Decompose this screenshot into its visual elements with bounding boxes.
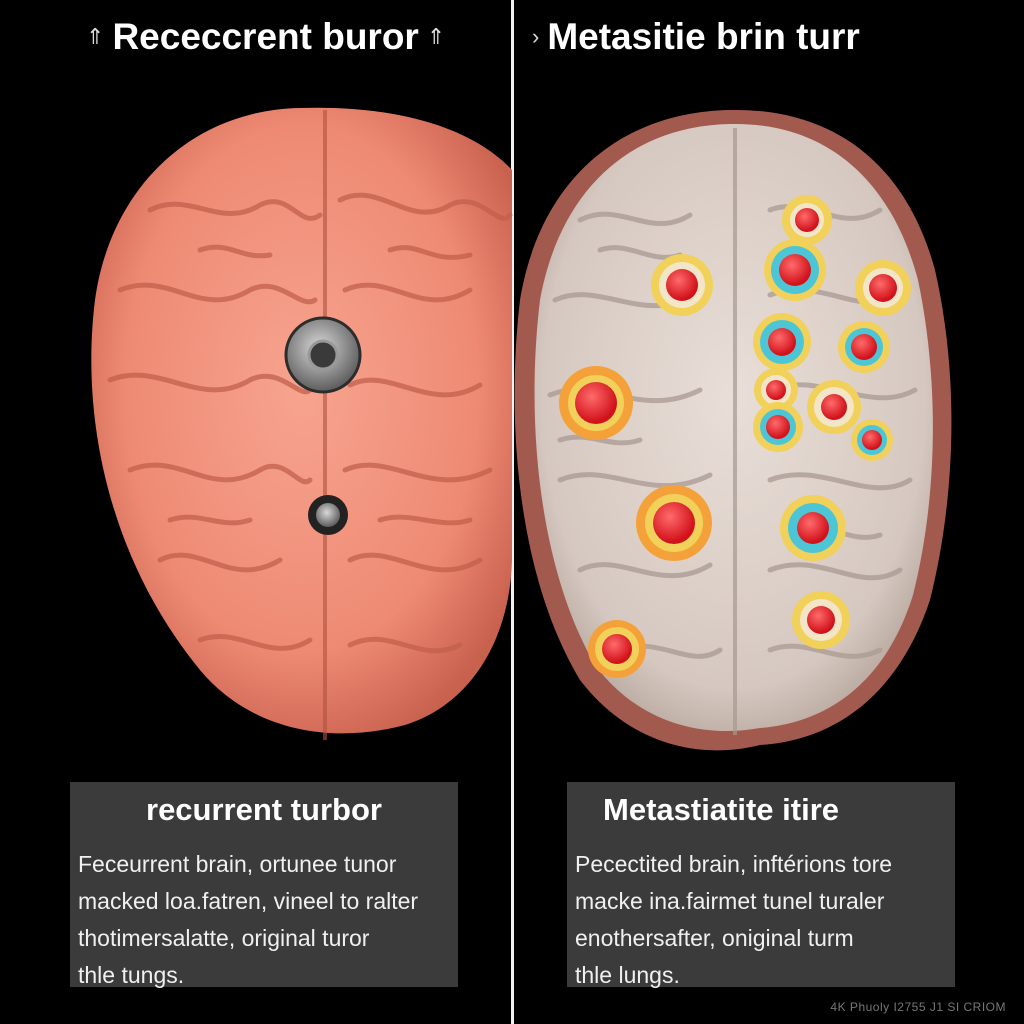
watermark: 4K Phuoly I2755 J1 SI CRIOM: [830, 1000, 1006, 1014]
tumor-nodule: [559, 366, 633, 440]
right-info-card: Metastiatite itire Pecectited brain, inf…: [567, 782, 955, 988]
tumor-nodule: [838, 321, 890, 373]
left-card-line: thle tungs.: [78, 962, 185, 988]
tumor-nodule: [782, 195, 832, 245]
right-title-text: Metasitie brin turr: [547, 16, 860, 57]
tumor-nodule: [780, 495, 846, 561]
tumor-nodule: [588, 620, 646, 678]
tumor-nodule: [851, 419, 893, 461]
left-card-heading: recurrent turbor: [146, 792, 382, 827]
tumor-nodule: [651, 254, 713, 316]
tumor-nodule: [764, 239, 826, 301]
right-card-line: thle lungs.: [575, 962, 680, 988]
panel-divider: [511, 0, 514, 1024]
left-brain: [91, 107, 513, 740]
tumor-nodule: [807, 380, 861, 434]
up-arrow-icon: ⇑: [426, 24, 446, 49]
tumor-nodule: [636, 485, 712, 561]
tumor-nodule: [792, 591, 850, 649]
small-arrow-icon: ›: [532, 24, 540, 49]
brain-illustration: [91, 107, 952, 751]
right-card-line: macke ina.fairmet tunel turaler: [575, 888, 885, 914]
left-info-card: recurrent turbor Fecеurrent brain, ortun…: [70, 782, 458, 988]
left-title: ⇑ Receccrent buror ⇑: [86, 12, 445, 62]
left-card-line: thotimersalatte, original turor: [78, 925, 370, 951]
left-card-line: macked loa.fatren, vineel to ralter: [78, 888, 419, 914]
tumor-nodules: [559, 195, 911, 678]
tumor-nodule: [855, 260, 911, 316]
right-card-line: Pecectited brain, inftérions tore: [575, 851, 893, 877]
right-card-heading: Metastiatite itire: [603, 792, 840, 827]
left-card-line: Fecеurrent brain, ortunee tunor: [78, 851, 397, 877]
tumor-nodule: [753, 402, 803, 452]
right-card-line: enothersafter, oniginal turm: [575, 925, 854, 951]
tumor-nodule: [754, 368, 798, 412]
right-card-body: Pecectited brain, inftérions tore macke …: [567, 828, 955, 994]
left-card-body: Fecеurrent brain, ortunee tunor macked l…: [70, 828, 458, 994]
up-arrow-icon: ⇑: [86, 24, 105, 49]
tumor-nodule: [753, 313, 811, 371]
left-title-text: Receccrent buror: [112, 16, 419, 57]
right-title: › Metasitie brin turr: [532, 12, 860, 62]
